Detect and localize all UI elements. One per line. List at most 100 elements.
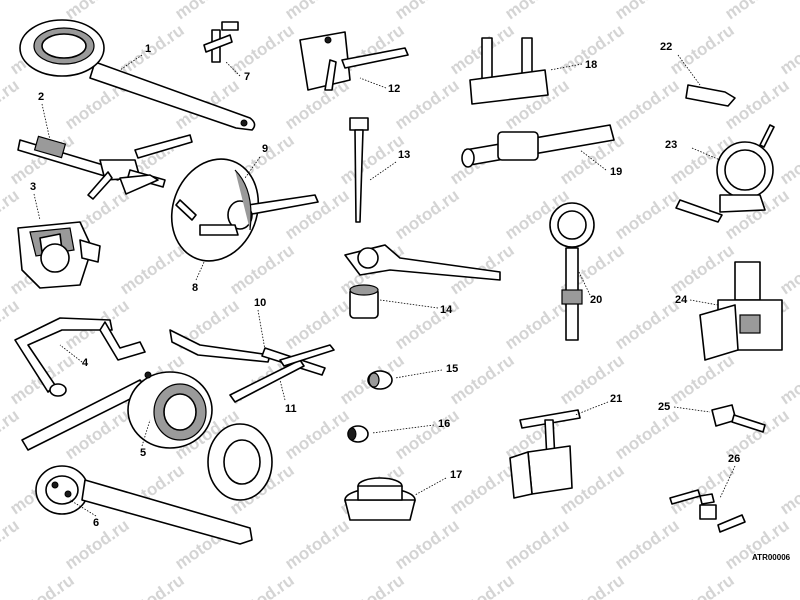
callout-label-7: 7 bbox=[244, 71, 250, 83]
watermark-text: motod.ru bbox=[666, 240, 737, 298]
watermark-text: motod.ru bbox=[6, 570, 77, 600]
callout-label-14: 14 bbox=[440, 304, 453, 316]
watermark-text: motod.ru bbox=[501, 0, 572, 23]
callout-label-3: 3 bbox=[30, 181, 36, 193]
watermark-text: motod.ru bbox=[776, 350, 800, 408]
callout-label-4: 4 bbox=[82, 357, 89, 369]
callout-label-5: 5 bbox=[140, 447, 146, 459]
watermark-text: motod.ru bbox=[116, 570, 187, 600]
watermark-text: motod.ru bbox=[611, 515, 682, 573]
callout-label-25: 25 bbox=[658, 401, 670, 413]
callout-label-24: 24 bbox=[675, 294, 688, 306]
leader-line-25 bbox=[673, 406, 711, 413]
callout-label-22: 22 bbox=[660, 41, 672, 53]
callout-label-10: 10 bbox=[254, 297, 266, 309]
leader-line-19 bbox=[579, 149, 607, 171]
watermark-text: motod.ru bbox=[721, 75, 792, 133]
tool-4-bent-lever bbox=[14, 317, 146, 397]
leader-line-7 bbox=[225, 61, 241, 77]
watermark-text: motod.ru bbox=[336, 570, 407, 600]
leader-line-10 bbox=[257, 309, 266, 351]
watermark-text: motod.ru bbox=[776, 130, 800, 188]
watermark-text: motod.ru bbox=[391, 0, 462, 23]
leader-line-8 bbox=[195, 259, 206, 281]
tool-11-ring bbox=[207, 423, 273, 501]
watermark-text: motod.ru bbox=[0, 75, 23, 133]
watermark-text: motod.ru bbox=[776, 20, 800, 78]
callout-label-2: 2 bbox=[38, 91, 44, 103]
watermark-text: motod.ru bbox=[501, 515, 572, 573]
watermark-text: motod.ru bbox=[0, 405, 23, 463]
watermark-text: motod.ru bbox=[0, 515, 23, 573]
leader-line-21 bbox=[574, 401, 609, 416]
tool-5-crown-holder bbox=[21, 371, 213, 451]
callout-layer: 1234567891011121314151617181920212223242… bbox=[30, 41, 740, 529]
watermark-text: motod.ru bbox=[391, 75, 462, 133]
tool-22-pin bbox=[685, 84, 736, 107]
tool-17-cap bbox=[344, 477, 416, 521]
watermark-text: motod.ru bbox=[116, 20, 187, 78]
callout-label-21: 21 bbox=[610, 393, 622, 405]
watermark-text: motod.ru bbox=[61, 0, 132, 23]
watermark-text: motod.ru bbox=[611, 0, 682, 23]
tool-19-shaft bbox=[461, 124, 615, 168]
callout-label-19: 19 bbox=[610, 166, 622, 178]
callout-label-15: 15 bbox=[446, 363, 458, 375]
leader-line-12 bbox=[359, 77, 387, 89]
watermark-text: motod.ru bbox=[226, 570, 297, 600]
callout-label-11: 11 bbox=[285, 403, 297, 415]
watermark-text: motod.ru bbox=[611, 185, 682, 243]
leader-line-22 bbox=[677, 54, 701, 86]
watermark-text: motod.ru bbox=[666, 570, 737, 600]
leader-line-1 bbox=[119, 54, 143, 71]
watermark-text: motod.ru bbox=[666, 350, 737, 408]
leader-line-15 bbox=[394, 369, 443, 379]
tool-1-ring-wrench bbox=[19, 19, 256, 131]
watermark-text: motod.ru bbox=[556, 570, 627, 600]
leader-line-2 bbox=[41, 103, 51, 141]
callout-label-6: 6 bbox=[93, 517, 99, 529]
tool-14-wrench-socket bbox=[344, 244, 501, 319]
watermark-text: motod.ru bbox=[171, 0, 242, 23]
leader-line-16 bbox=[371, 424, 435, 434]
tool-6-socket-wrench bbox=[35, 465, 253, 545]
tool-7-pin-wrench bbox=[203, 21, 239, 63]
leader-line-11 bbox=[279, 379, 286, 401]
watermark-text: motod.ru bbox=[776, 460, 800, 518]
watermark-text: motod.ru bbox=[336, 130, 407, 188]
tool-20-dial-gauge bbox=[549, 202, 595, 341]
watermark-text: motod.ru bbox=[391, 185, 462, 243]
callout-label-16: 16 bbox=[438, 418, 450, 430]
watermark-text: motod.ru bbox=[446, 570, 517, 600]
tool-16-plug bbox=[347, 425, 369, 443]
figure-code: ATR00006 bbox=[752, 553, 791, 562]
tool-2-puller bbox=[17, 134, 193, 200]
tool-15-plug bbox=[367, 370, 393, 390]
leader-line-9 bbox=[244, 156, 261, 179]
callout-label-18: 18 bbox=[585, 59, 597, 71]
leader-line-24 bbox=[689, 299, 719, 306]
watermark-text: motod.ru bbox=[776, 570, 800, 600]
leader-line-18 bbox=[549, 63, 583, 71]
watermark-text: motod.ru bbox=[281, 295, 352, 353]
watermark-text: motod.ru bbox=[776, 240, 800, 298]
tool-23-dial-bracket bbox=[675, 124, 775, 223]
watermark-text: motod.ru bbox=[611, 75, 682, 133]
callout-label-8: 8 bbox=[192, 282, 198, 294]
tool-8-9-degree-wheel bbox=[170, 158, 319, 262]
tool-12-clamp bbox=[299, 31, 409, 91]
leader-line-17 bbox=[414, 477, 447, 496]
tool-13-rod bbox=[349, 117, 369, 223]
leader-line-6 bbox=[69, 499, 97, 517]
leader-line-23 bbox=[691, 147, 721, 161]
leader-line-3 bbox=[33, 193, 41, 221]
watermark-text: motod.ru bbox=[281, 185, 352, 243]
watermark-text: motod.ru bbox=[611, 405, 682, 463]
tool-3-block bbox=[17, 221, 101, 289]
callout-label-9: 9 bbox=[262, 143, 268, 155]
callout-label-1: 1 bbox=[145, 43, 151, 55]
watermark-text: motod.ru bbox=[116, 240, 187, 298]
callout-label-23: 23 bbox=[665, 139, 677, 151]
watermark-text: motod.ru bbox=[446, 350, 517, 408]
tool-25-stud bbox=[711, 404, 766, 433]
